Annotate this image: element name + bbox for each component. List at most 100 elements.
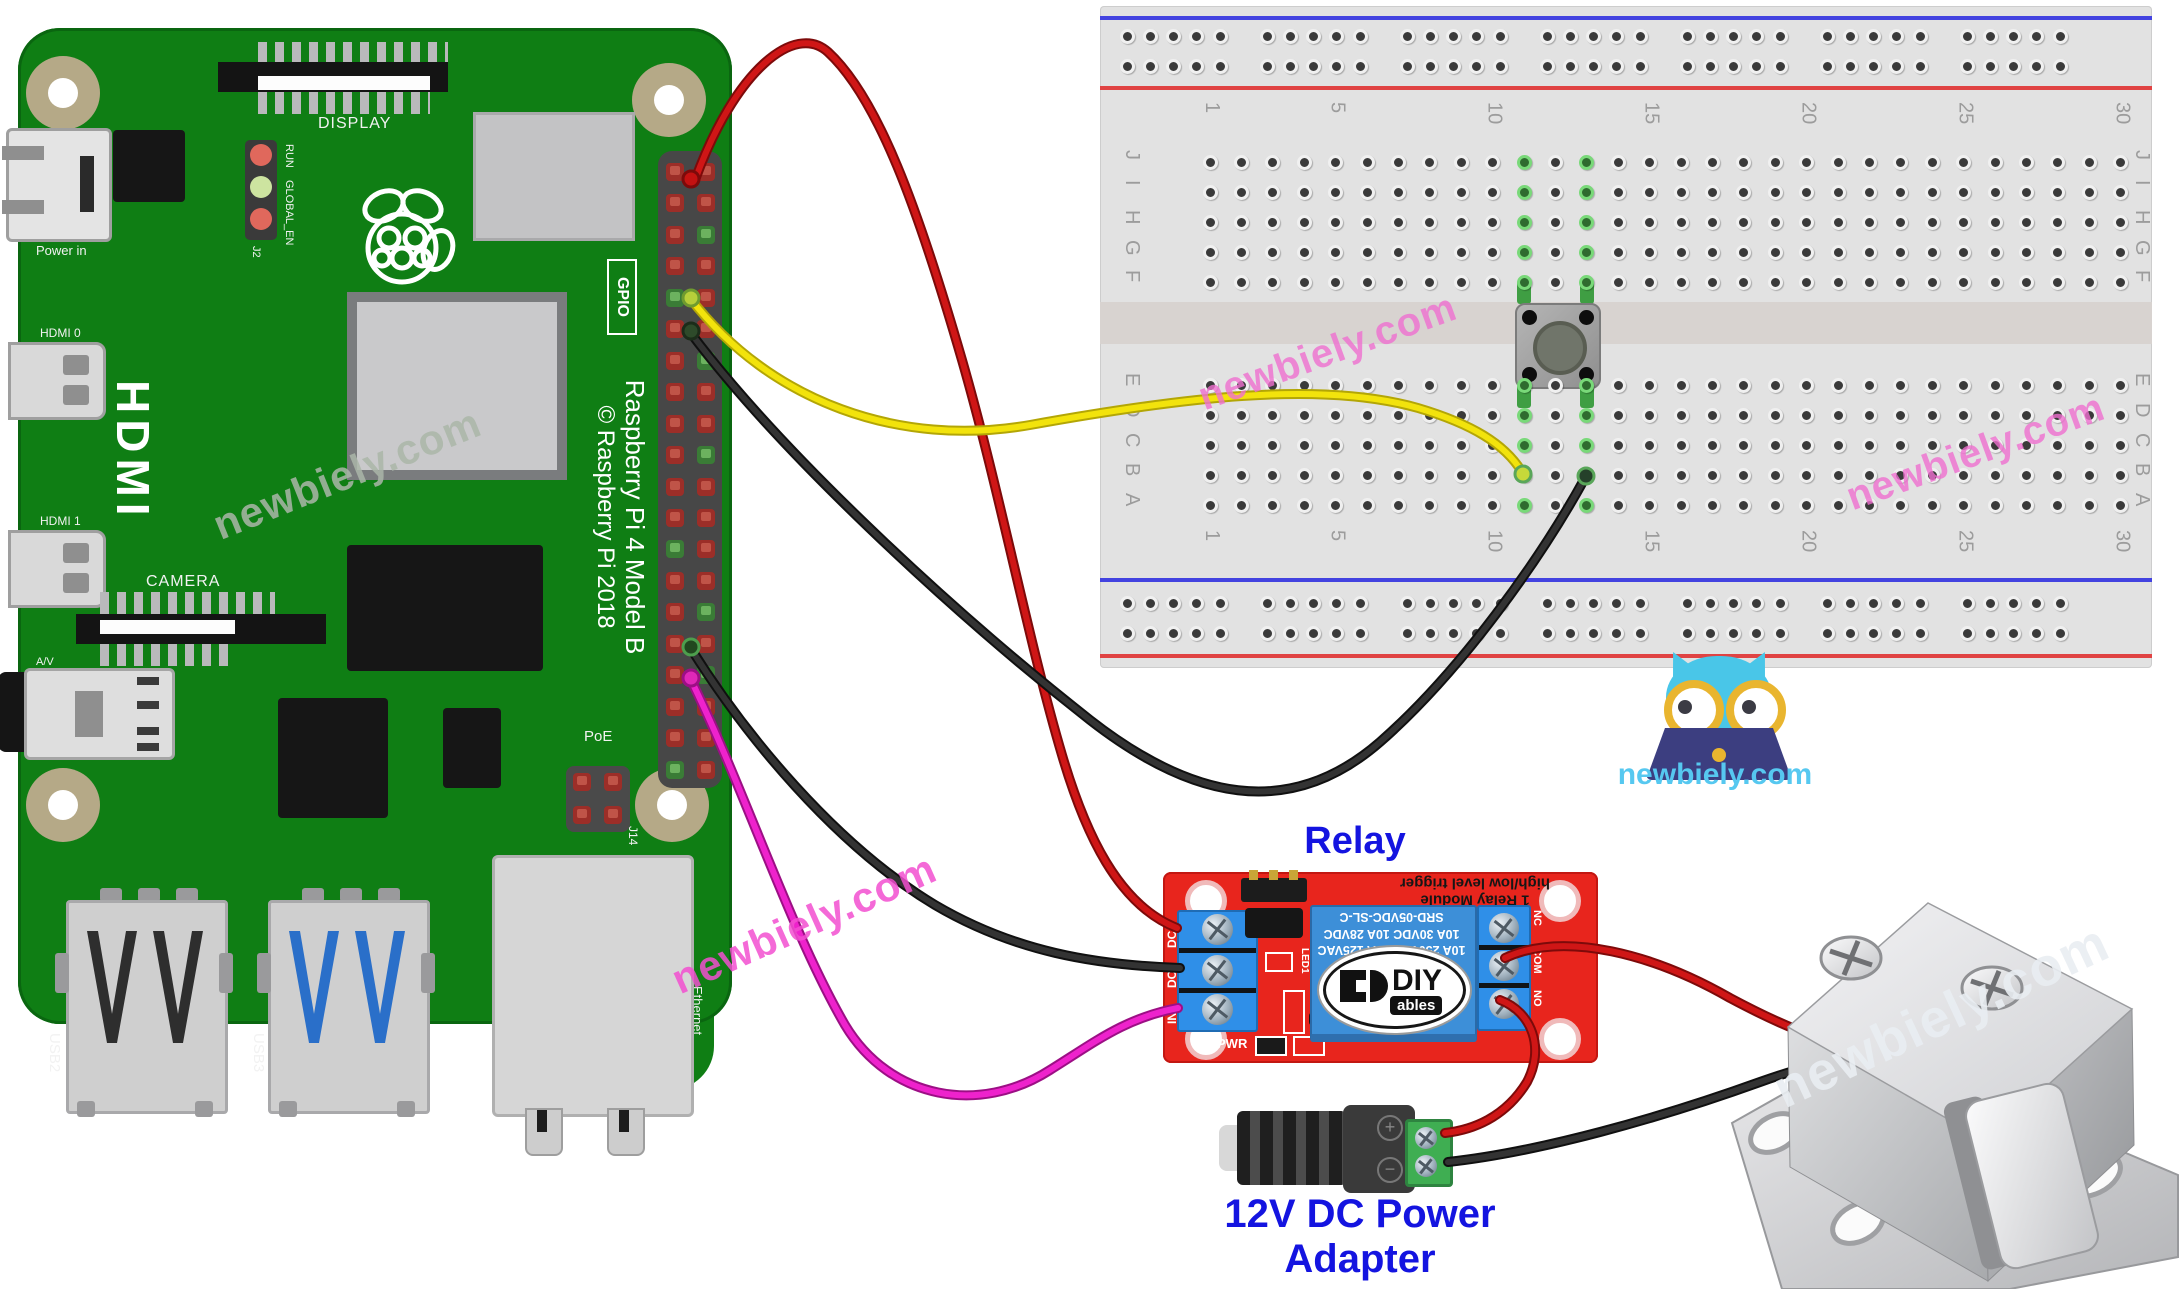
breadboard-hole [1736, 467, 1752, 483]
breadboard-hole [1956, 154, 1972, 170]
breadboard-hole [1767, 154, 1783, 170]
breadboard-hole [1830, 214, 1846, 230]
breadboard-hole [1328, 377, 1344, 393]
hdmi1-port [8, 530, 106, 608]
board-name-block: Raspberry Pi 4 Model B © Raspberry Pi 20… [586, 332, 650, 702]
terminal-screw-in [1202, 994, 1233, 1025]
gpio-pin [697, 383, 715, 402]
power-rail-hole [1912, 595, 1928, 611]
breadboard-hole [1233, 154, 1249, 170]
breadboard-hole [2018, 407, 2034, 423]
gpio-pin [697, 729, 715, 748]
breadboard-hole [1328, 467, 1344, 483]
column-number: 30 [2111, 530, 2134, 553]
push-button[interactable] [1515, 303, 1601, 389]
display-connector-slot [258, 76, 430, 90]
breadboard-hole [1956, 244, 1972, 260]
breadboard-hole-highlighted [1579, 184, 1595, 200]
breadboard-hole [1736, 184, 1752, 200]
power-rail-hole [1539, 625, 1555, 641]
breadboard-hole [1893, 154, 1909, 170]
breadboard-hole [1799, 497, 1815, 513]
breadboard-hole [1673, 154, 1689, 170]
breadboard-hole-highlighted [1516, 437, 1532, 453]
diyables-logo: DIY ables [1323, 951, 1466, 1029]
breadboard-hole [2081, 244, 2097, 260]
gpio-pin [666, 257, 684, 276]
breadboard-hole [1987, 407, 2003, 423]
power-rail-hole [1982, 28, 1998, 44]
diyables-mark [1370, 970, 1388, 1002]
breadboard-hole [1390, 274, 1406, 290]
breadboard-hole-highlighted [1516, 154, 1532, 170]
power-rail-hole [1866, 595, 1882, 611]
newbiely-owl-logo [1630, 640, 1820, 810]
row-label: F [2131, 270, 2153, 283]
breadboard-hole [1642, 244, 1658, 260]
column-number: 5 [1326, 102, 1349, 114]
breadboard-hole [1296, 467, 1312, 483]
breadboard-hole [2113, 407, 2129, 423]
breadboard-hole [1359, 467, 1375, 483]
power-rail-hole [2006, 595, 2022, 611]
breadboard-hole [1987, 154, 2003, 170]
power-rail-hole [1119, 58, 1135, 74]
power-rail-hole [1446, 28, 1462, 44]
power-rail-hole [2052, 28, 2068, 44]
gpio-pin [666, 634, 684, 653]
camera-connector-pins [100, 592, 275, 614]
breadboard-hole [1704, 377, 1720, 393]
button-cap[interactable] [1533, 321, 1587, 375]
breadboard-hole [1547, 377, 1563, 393]
pwr-led [1255, 1036, 1287, 1056]
breadboard-hole [1610, 467, 1626, 483]
breadboard-hole [1485, 184, 1501, 200]
power-rail-hole [1632, 28, 1648, 44]
breadboard-hole [1296, 497, 1312, 513]
power-rail-hole [1959, 595, 1975, 611]
breadboard-hole [1359, 437, 1375, 453]
no-label: NO [1531, 990, 1543, 1007]
chip [113, 130, 185, 202]
breadboard-hole [1202, 377, 1218, 393]
column-number: 25 [1954, 102, 1977, 125]
breadboard-hole [1830, 467, 1846, 483]
row-label: I [1121, 180, 1143, 186]
breadboard-hole [1830, 154, 1846, 170]
breadboard-hole [2113, 244, 2129, 260]
av-label: A/V [36, 656, 54, 668]
ram-chip [347, 545, 543, 671]
breadboard-hole [1861, 154, 1877, 170]
breadboard-hole [2018, 497, 2034, 513]
breadboard-hole [1547, 184, 1563, 200]
plus-symbol: + [1377, 1115, 1403, 1141]
breadboard-hole [1893, 437, 1909, 453]
breadboard-hole [1704, 497, 1720, 513]
breadboard-hole [1296, 274, 1312, 290]
breadboard-hole [1704, 244, 1720, 260]
power-rail-hole [1726, 28, 1742, 44]
breadboard-hole [1830, 184, 1846, 200]
breadboard-hole [1296, 437, 1312, 453]
breadboard-hole [1610, 244, 1626, 260]
gpio-pin [697, 697, 715, 716]
power-rail-hole [1119, 625, 1135, 641]
diyables-top-text: DIY [1392, 964, 1443, 997]
power-rail-hole [1492, 625, 1508, 641]
power-rail-hole [1609, 28, 1625, 44]
breadboard-hole [1924, 184, 1940, 200]
gpio-pin [666, 571, 684, 590]
breadboard-hole [1924, 407, 1940, 423]
breadboard-hole [1893, 184, 1909, 200]
breadboard-hole [2081, 497, 2097, 513]
breadboard-hole [1673, 377, 1689, 393]
gpio-pin [666, 508, 684, 527]
gpio-label: GPIO [607, 259, 637, 335]
breadboard-hole [1296, 407, 1312, 423]
power-rail-hole [1492, 58, 1508, 74]
breadboard-hole [1547, 244, 1563, 260]
power-rail-hole [1469, 595, 1485, 611]
breadboard-hole [1547, 214, 1563, 230]
gpio-pin [697, 634, 715, 653]
